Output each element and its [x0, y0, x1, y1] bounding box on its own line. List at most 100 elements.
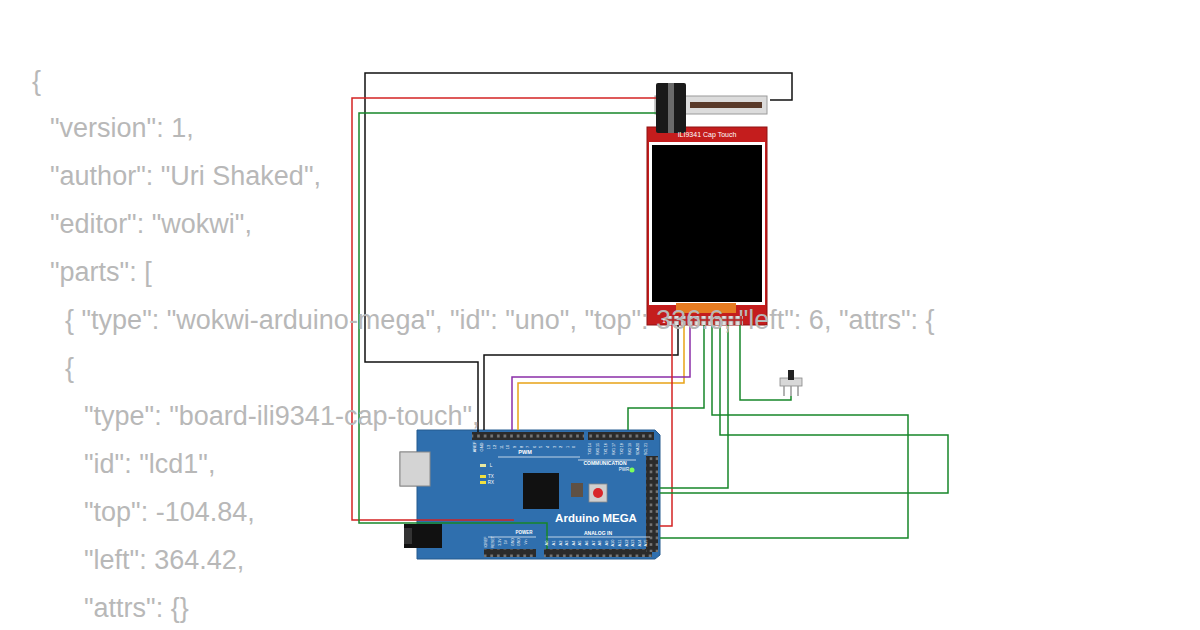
led: [480, 475, 486, 478]
pin-label: ANALOG IN: [584, 531, 612, 536]
code-line: "attrs": {}: [84, 595, 189, 622]
switch-pin: [797, 386, 799, 396]
power-jack: [404, 528, 412, 544]
pin-label: 7: [526, 446, 530, 448]
pin-label: A5: [578, 541, 582, 546]
reset-button: [593, 488, 603, 498]
pin-label: PWR: [619, 468, 630, 473]
pin-label: IOREF: [486, 537, 490, 548]
wire: [660, 325, 948, 493]
code-line: {: [32, 68, 41, 95]
pin-label: A2: [559, 541, 563, 546]
lcd-screen: [652, 145, 762, 302]
code-line: "editor": "wokwi",: [50, 211, 252, 238]
pin-label: L: [490, 464, 493, 469]
wire: [512, 325, 690, 430]
slide-switch: [788, 370, 794, 380]
pin-label: 4: [546, 446, 550, 448]
lcd-board: [647, 127, 767, 325]
wire: [628, 325, 704, 430]
pin-label: 1: [566, 446, 570, 448]
board-title: ILI9341 Cap Touch: [678, 131, 737, 138]
silkscreen-line: [546, 537, 650, 538]
pin-header: [646, 456, 658, 552]
pin-label: A15: [644, 539, 648, 546]
led: [480, 464, 486, 467]
code-line: "id": "lcd1",: [84, 451, 215, 478]
pin-label: A8: [598, 541, 602, 546]
switch-pin: [783, 386, 785, 396]
pin-label: A9: [605, 541, 609, 546]
pin-label: A12: [625, 539, 629, 546]
pin-header: [484, 549, 536, 557]
pin-label: 12: [493, 445, 497, 449]
pin-label: 5: [539, 446, 543, 448]
lcd-bezel: [649, 142, 765, 305]
pin-label: TX2 18: [622, 443, 626, 455]
pin-label: A4: [572, 541, 576, 546]
code-line: "version": 1,: [50, 115, 194, 142]
pin-label: A10: [611, 539, 615, 546]
usb-port: [400, 452, 430, 486]
pin-label: A13: [631, 539, 635, 546]
pin-label: 11: [500, 445, 504, 449]
pin-label: COMMUNICATION: [583, 461, 626, 466]
pin-label: TX1 16: [606, 443, 610, 455]
code-line: "type": "board-ili9341-cap-touch",: [84, 403, 480, 430]
switch-pin: [790, 386, 792, 396]
reset-button: [589, 484, 607, 502]
pin-label: A7: [592, 541, 596, 546]
pin-label: A3: [565, 541, 569, 546]
code-line: "author": "Uri Shaked",: [50, 163, 321, 190]
pin-label: 10: [506, 445, 510, 449]
power-led: [630, 468, 635, 473]
wire: [660, 325, 908, 538]
pin-label: GND: [480, 443, 484, 452]
slide-knob: [656, 83, 686, 133]
power-jack: [404, 524, 442, 548]
pin-label: RX0 15: [598, 443, 602, 455]
pin-label: 9: [513, 446, 517, 448]
microcontroller-chip: [523, 473, 559, 509]
pin-label: 13: [487, 445, 491, 449]
pin-label: RX: [488, 481, 494, 486]
pin-label: Vin: [525, 539, 529, 544]
pin-label: 1: [662, 318, 665, 324]
pin-label: POWER: [515, 531, 532, 536]
lcd-module: ILI9341 Cap Touch: [647, 127, 767, 325]
code-line: { "type": "wokwi-arduino-mega", "id": "u…: [65, 307, 935, 334]
pin-label: TX0 14: [590, 443, 594, 455]
code-line: {: [65, 355, 74, 382]
pin-label: AREF: [473, 442, 477, 453]
pin-label: SCL 21: [646, 443, 650, 455]
pin-label: A1: [552, 541, 556, 546]
icsp-header: [571, 483, 583, 497]
pin-label: RX1 17: [614, 443, 618, 455]
pin-label: GND: [519, 538, 523, 546]
led: [480, 481, 486, 484]
pin-label: 0: [572, 446, 576, 448]
silkscreen-line: [498, 457, 580, 458]
wire: [660, 325, 672, 526]
pin-label: GND: [512, 538, 516, 546]
pin-label: PWM: [518, 450, 531, 456]
pin-label: 2: [559, 446, 563, 448]
mega-board: [417, 430, 660, 559]
pin-label: 3: [553, 446, 557, 448]
pin-label: A14: [638, 539, 642, 546]
pin-header: [472, 432, 584, 440]
pin-label: RX2 19: [630, 443, 634, 455]
pin-label: 5V: [505, 540, 509, 544]
pin-label: 3.3V: [499, 538, 503, 545]
board-title: Arduino MEGA: [555, 513, 637, 525]
pin-label: A0: [545, 541, 549, 546]
slide-track: [690, 102, 762, 108]
code-line: "parts": [: [50, 259, 152, 286]
pin-label: SDA 20: [638, 443, 642, 455]
pin-label: A6: [585, 541, 589, 546]
wire: [660, 325, 728, 488]
pin-label: A11: [618, 540, 622, 547]
code-line: "top": -104.84,: [84, 499, 255, 526]
slide-knob: [668, 83, 674, 133]
wire: [740, 325, 791, 400]
